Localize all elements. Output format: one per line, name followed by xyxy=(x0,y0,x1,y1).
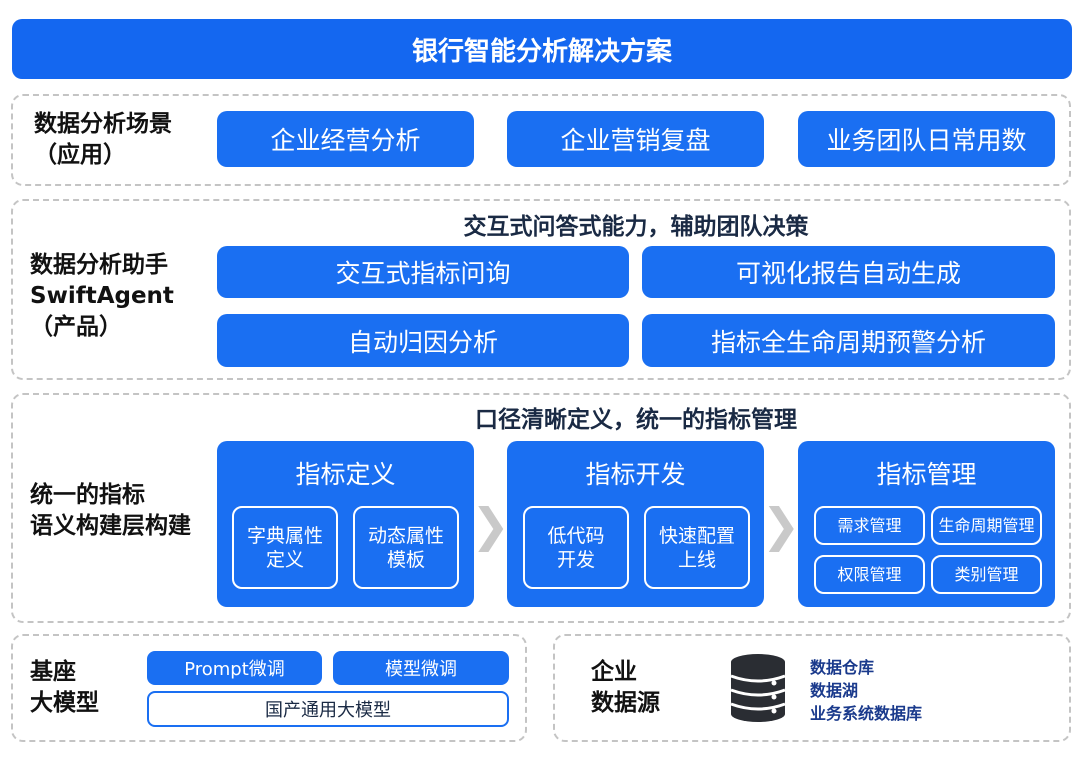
metrics-label-line2: 语义构建层构建 xyxy=(30,513,191,539)
page-title: 银行智能分析解决方案 xyxy=(12,19,1072,79)
data-source-item-business-db: 业务系统数据库 xyxy=(810,704,923,723)
data-source-section xyxy=(553,634,1071,742)
model-tuning-pill: 模型微调 xyxy=(333,651,509,685)
data-source-list: 数据仓库 数据湖 业务系统数据库 xyxy=(810,656,1010,728)
assistant-label-line3: （产品） xyxy=(30,313,122,340)
assistant-label-line2: SwiftAgent xyxy=(30,282,174,309)
metric-management-title: 指标管理 xyxy=(876,460,977,489)
assistant-label: 数据分析助手 SwiftAgent （产品） xyxy=(30,248,215,344)
lifecycle-management-box: 生命周期管理 xyxy=(931,506,1042,545)
data-source-label-line1: 企业 xyxy=(591,659,637,685)
base-model-label-line1: 基座 xyxy=(30,659,76,685)
scenario-item-business-analysis: 企业经营分析 xyxy=(217,111,474,167)
scenario-label: 数据分析场景 （应用） xyxy=(34,104,214,176)
metrics-headline: 口径清晰定义，统一的指标管理 xyxy=(475,407,797,433)
assistant-item-lifecycle-alert: 指标全生命周期预警分析 xyxy=(642,314,1055,367)
metric-development-card: 指标开发 低代码 开发 快速配置 上线 xyxy=(507,441,764,607)
metric-definition-title: 指标定义 xyxy=(295,460,396,489)
category-management-box: 类别管理 xyxy=(931,555,1042,594)
permission-management-box: 权限管理 xyxy=(814,555,925,594)
data-source-item-warehouse: 数据仓库 xyxy=(810,658,875,677)
dictionary-attribute-box: 字典属性 定义 xyxy=(232,506,338,589)
base-model-label-line2: 大模型 xyxy=(30,690,99,716)
scenario-label-line1: 数据分析场景 xyxy=(34,111,172,137)
assistant-item-interactive-query: 交互式指标问询 xyxy=(217,246,629,298)
data-source-item-lake: 数据湖 xyxy=(810,681,859,700)
dynamic-attribute-box: 动态属性 模板 xyxy=(353,506,459,589)
assistant-label-line1: 数据分析助手 xyxy=(30,251,168,278)
metric-development-title: 指标开发 xyxy=(585,460,686,489)
metrics-label-line1: 统一的指标 xyxy=(30,482,145,508)
database-icon xyxy=(727,652,789,722)
scenario-item-daily-data: 业务团队日常用数 xyxy=(798,111,1055,167)
scenario-item-marketing-review: 企业营销复盘 xyxy=(507,111,764,167)
data-source-label-line2: 数据源 xyxy=(591,690,660,716)
base-model-label: 基座 大模型 xyxy=(30,655,130,721)
scenario-label-line2: （应用） xyxy=(34,142,126,168)
chevron-right-icon: ❯ xyxy=(471,498,510,552)
chevron-right-icon: ❯ xyxy=(761,498,801,552)
metric-definition-card: 指标定义 字典属性 定义 动态属性 模板 xyxy=(217,441,474,607)
quick-config-box: 快速配置 上线 xyxy=(644,506,750,589)
prompt-tuning-pill: Prompt微调 xyxy=(147,651,322,685)
assistant-item-visual-report: 可视化报告自动生成 xyxy=(642,246,1055,298)
requirement-management-box: 需求管理 xyxy=(814,506,925,545)
metrics-label: 统一的指标 语义构建层构建 xyxy=(30,478,215,544)
metric-management-card: 指标管理 需求管理 生命周期管理 权限管理 类别管理 xyxy=(798,441,1055,607)
data-source-label: 企业 数据源 xyxy=(591,655,691,721)
low-code-box: 低代码 开发 xyxy=(523,506,629,589)
assistant-headline: 交互式问答式能力，辅助团队决策 xyxy=(463,214,809,240)
assistant-item-attribution: 自动归因分析 xyxy=(217,314,629,367)
domestic-model-pill: 国产通用大模型 xyxy=(147,691,509,727)
